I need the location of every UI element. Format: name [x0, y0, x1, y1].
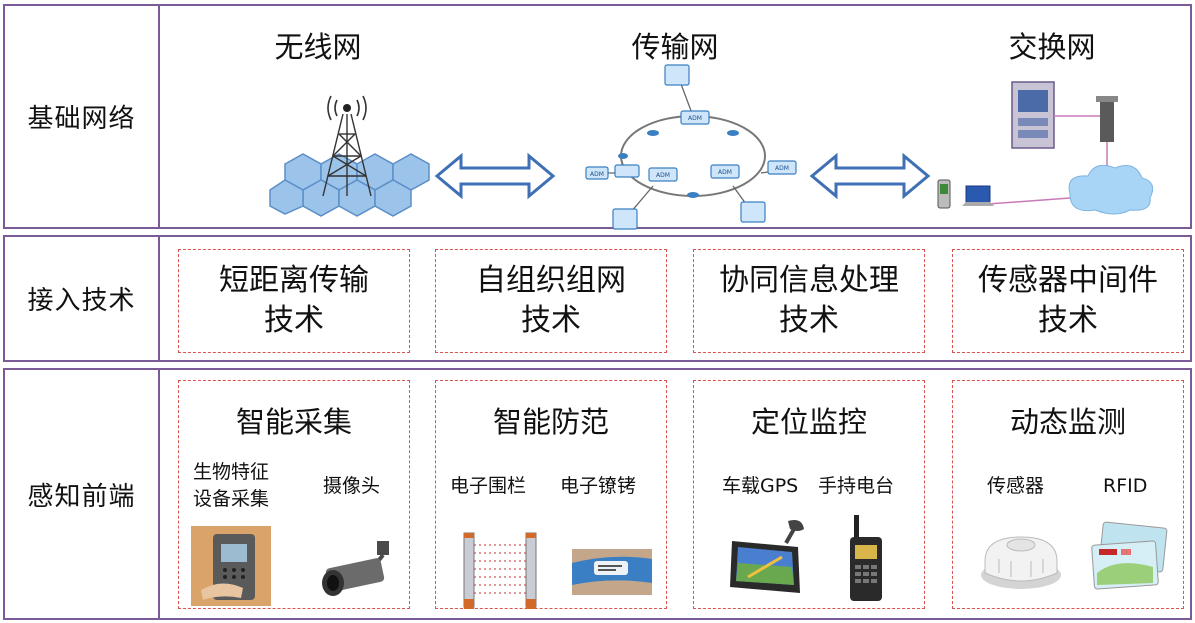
frontend-title: 智能防范 [492, 405, 609, 439]
adm-node-label: ADM [775, 165, 789, 172]
electronic-shackle-icon [572, 549, 652, 595]
transport-network-title: 传输网 [631, 30, 719, 64]
row-label-access-technology: 接入技术 [5, 237, 160, 360]
frontend-title: 定位监控 [750, 405, 867, 439]
adm-node-label: ADM [656, 172, 670, 179]
double-arrow-left [434, 152, 556, 200]
access-tech-line2: 技术 [1038, 303, 1098, 338]
access-technology-row: 接入技术 短距离传输 技术 自组织组网 技术 协同信息处理 技术 传感器中间件 … [3, 235, 1192, 362]
frontend-item-label: 电子围栏 [450, 475, 527, 497]
base-network-row: 基础网络 无线网 传输网 交换网 [3, 4, 1192, 230]
frontend-smart-collection: 智能采集 生物特征 设备采集 摄像头 [178, 380, 410, 609]
frontend-title: 智能采集 [235, 405, 352, 439]
frontend-title: 动态监测 [1009, 405, 1126, 439]
access-tech-line1: 协同信息处理 [719, 263, 899, 298]
access-tech-middleware: 传感器中间件 技术 [952, 249, 1184, 353]
access-tech-line2: 技术 [264, 303, 324, 338]
wireless-tower-icon [269, 95, 430, 217]
wireless-network-title: 无线网 [274, 30, 362, 64]
frontend-item-label: 电子镣铐 [560, 475, 637, 497]
electronic-fence-icon [463, 532, 537, 609]
access-tech-line1: 传感器中间件 [978, 263, 1158, 298]
rfid-card-icon [1091, 521, 1168, 590]
adm-node-label: ADM [718, 169, 732, 176]
frontend-item-label: 车载GPS [722, 475, 799, 497]
switching-network-diagram [937, 81, 1154, 215]
row-label-sensing-frontend: 感知前端 [5, 370, 160, 618]
smoke-sensor-icon [981, 536, 1061, 589]
frontend-positioning-monitoring: 定位监控 车载GPS 手持电台 [693, 380, 925, 609]
access-tech-short-range: 短距离传输 技术 [178, 249, 410, 353]
sensing-frontend-row: 感知前端 智能采集 生物特征 设备采集 摄像头 智能防范 电子围栏 电子镣铐 [3, 368, 1192, 620]
transport-ring-diagram: ADM ADM ADM ADM ADM [585, 64, 797, 230]
access-tech-line1: 短距离传输 [219, 263, 369, 298]
access-tech-line2: 技术 [779, 303, 839, 338]
switching-network-title: 交换网 [1008, 30, 1096, 64]
frontend-item-label: 生物特征 设备采集 [193, 461, 270, 510]
adm-node-label: ADM [688, 115, 702, 122]
frontend-item-label: RFID [1103, 475, 1148, 497]
access-tech-self-organizing: 自组织组网 技术 [435, 249, 667, 353]
frontend-dynamic-monitoring: 动态监测 传感器 RFID [952, 380, 1184, 609]
adm-node-label: ADM [590, 171, 604, 178]
camera-icon [322, 541, 389, 596]
access-tech-line2: 技术 [521, 303, 581, 338]
biometric-scanner-icon [191, 526, 271, 606]
gps-device-icon [730, 520, 804, 593]
walkie-talkie-icon [850, 515, 882, 601]
row-label-base-network: 基础网络 [5, 6, 160, 227]
frontend-item-label: 手持电台 [818, 475, 895, 497]
double-arrow-right [809, 152, 931, 200]
frontend-item-label: 传感器 [987, 475, 1045, 497]
access-tech-collaborative: 协同信息处理 技术 [693, 249, 925, 353]
access-tech-line1: 自组织组网 [476, 263, 626, 298]
frontend-item-label: 摄像头 [323, 475, 381, 497]
frontend-smart-prevention: 智能防范 电子围栏 电子镣铐 [435, 380, 667, 609]
